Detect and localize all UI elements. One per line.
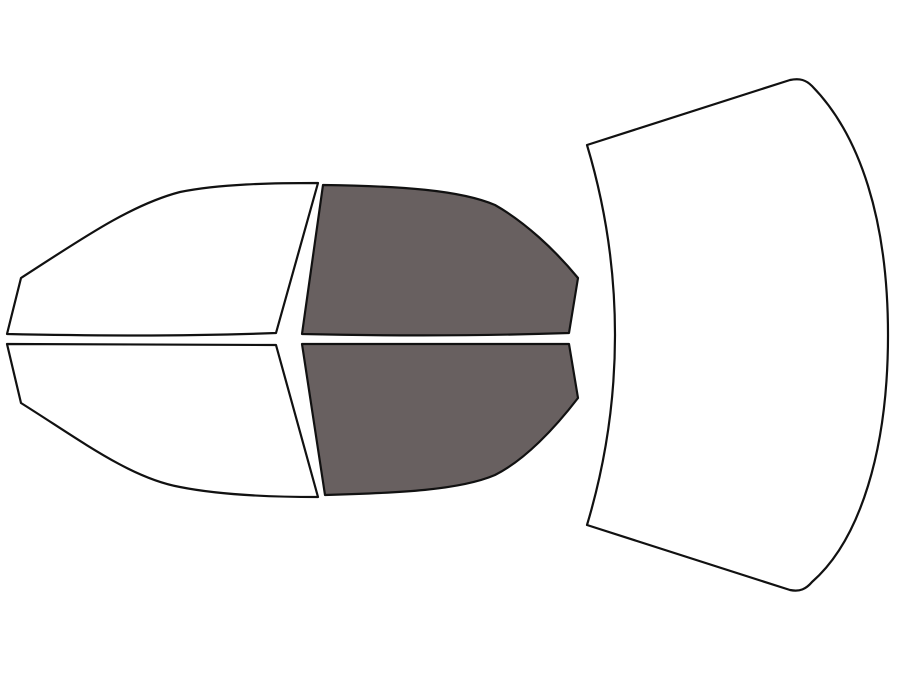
front-door-window-top xyxy=(300,183,580,337)
rear-door-window-top xyxy=(5,181,320,337)
front-door-window-bottom xyxy=(300,342,580,497)
rear-door-window-bottom xyxy=(5,342,320,499)
windshield xyxy=(585,78,890,592)
